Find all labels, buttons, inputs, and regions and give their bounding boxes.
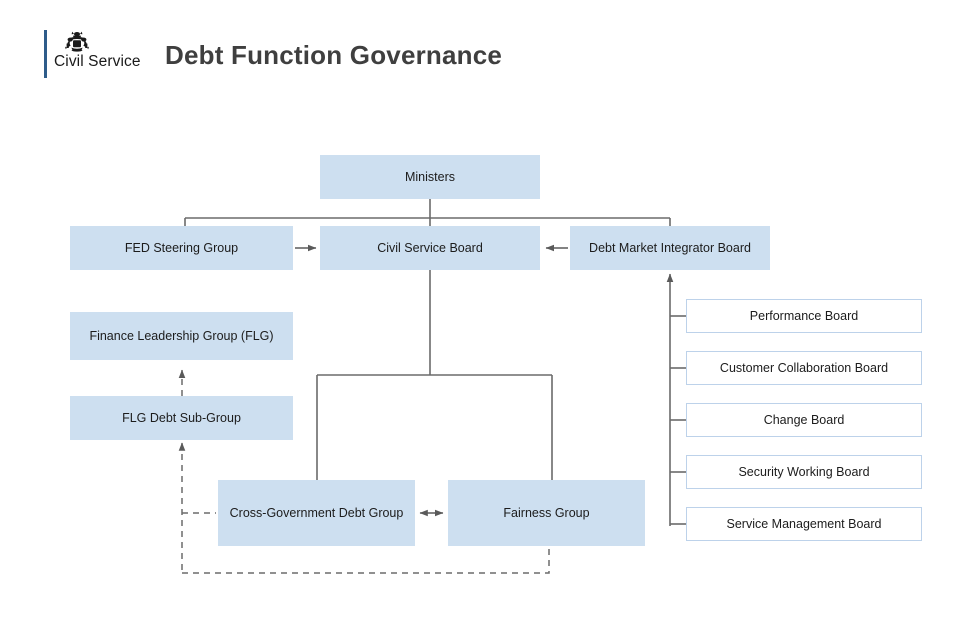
node-flg-debt-sub-group[interactable]: FLG Debt Sub-Group (70, 396, 293, 440)
edge-dashed-fairness-branch (182, 548, 550, 574)
node-label: Cross-Government Debt Group (229, 505, 404, 520)
civil-service-logo: Civil Service (44, 30, 141, 78)
node-finance-leadership-group[interactable]: Finance Leadership Group (FLG) (70, 312, 293, 360)
logo-accent-bar (44, 30, 47, 78)
node-fed-steering-group[interactable]: FED Steering Group (70, 226, 293, 270)
brand-name: Civil Service (54, 53, 141, 70)
node-debt-market-integrator-board[interactable]: Debt Market Integrator Board (570, 226, 770, 270)
node-security-working-board[interactable]: Security Working Board (686, 455, 922, 489)
page-title: Debt Function Governance (165, 40, 503, 70)
node-label: Service Management Board (726, 516, 882, 531)
node-label: Customer Collaboration Board (719, 360, 889, 375)
node-label: Security Working Board (738, 464, 870, 479)
node-label: Debt Market Integrator Board (589, 240, 751, 255)
node-label: Finance Leadership Group (FLG) (89, 328, 274, 343)
node-label: Performance Board (749, 308, 859, 323)
node-label: Civil Service Board (377, 240, 483, 255)
node-label: FED Steering Group (124, 240, 239, 255)
node-change-board[interactable]: Change Board (686, 403, 922, 437)
uk-royal-crest-icon (65, 31, 89, 52)
node-civil-service-board[interactable]: Civil Service Board (320, 226, 540, 270)
node-cross-government-debt-group[interactable]: Cross-Government Debt Group (218, 480, 415, 546)
node-label: Change Board (763, 412, 845, 427)
node-service-management-board[interactable]: Service Management Board (686, 507, 922, 541)
node-customer-collaboration-board[interactable]: Customer Collaboration Board (686, 351, 922, 385)
node-label: Ministers (404, 169, 455, 184)
node-fairness-group[interactable]: Fairness Group (448, 480, 645, 546)
node-ministers[interactable]: Ministers (320, 155, 540, 199)
node-label: FLG Debt Sub-Group (122, 410, 241, 425)
node-performance-board[interactable]: Performance Board (686, 299, 922, 333)
node-label: Fairness Group (503, 505, 590, 520)
